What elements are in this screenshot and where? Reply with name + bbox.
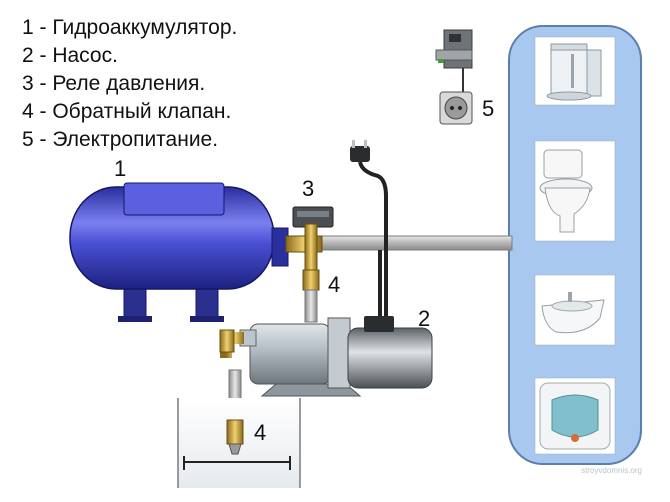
brass-fitting (285, 223, 323, 271)
washbasin-tile (534, 274, 616, 346)
legend-item-pressure-switch: 3 - Реле давления. (22, 72, 206, 95)
callout-check-valve-lower: 4 (254, 420, 267, 445)
shower-cabin-icon (546, 43, 602, 101)
supply-pipe (317, 235, 513, 251)
toilet-tile (534, 140, 616, 242)
legend-item-accumulator: 1 - Гидроаккумулятор. (22, 16, 238, 39)
legend-item-pump: 2 - Насос. (22, 44, 118, 67)
callout-power-supply: 5 (482, 96, 495, 121)
water-heater-tile (534, 377, 616, 455)
washbasin-icon (541, 292, 605, 334)
power-plug (350, 140, 388, 318)
shower-cabin-tile (534, 36, 616, 106)
water-heater-icon (539, 382, 611, 450)
callout-pressure-switch: 3 (302, 176, 315, 201)
callout-accumulator: 1 (114, 156, 127, 181)
legend-item-check-valve: 4 - Обратный клапан. (22, 100, 232, 123)
power-supply (435, 29, 473, 125)
pump (239, 316, 433, 397)
callout-pump: 2 (418, 306, 431, 331)
wall-socket-icon (439, 91, 473, 125)
hydroaccumulator (69, 182, 289, 322)
check-valve-upper (302, 269, 320, 323)
legend: 1 - Гидроаккумулятор. 2 - Насос. 3 - Рел… (22, 14, 237, 154)
legend-item-power-supply: 5 - Электропитание. (22, 128, 219, 151)
callout-check-valve-upper: 4 (328, 272, 341, 297)
toilet-icon (539, 149, 593, 233)
check-valve-lower (226, 419, 244, 455)
watermark: stroyvdomnis.org (581, 466, 642, 475)
plug-icon (350, 140, 370, 162)
circuit-breaker-icon (435, 29, 473, 92)
